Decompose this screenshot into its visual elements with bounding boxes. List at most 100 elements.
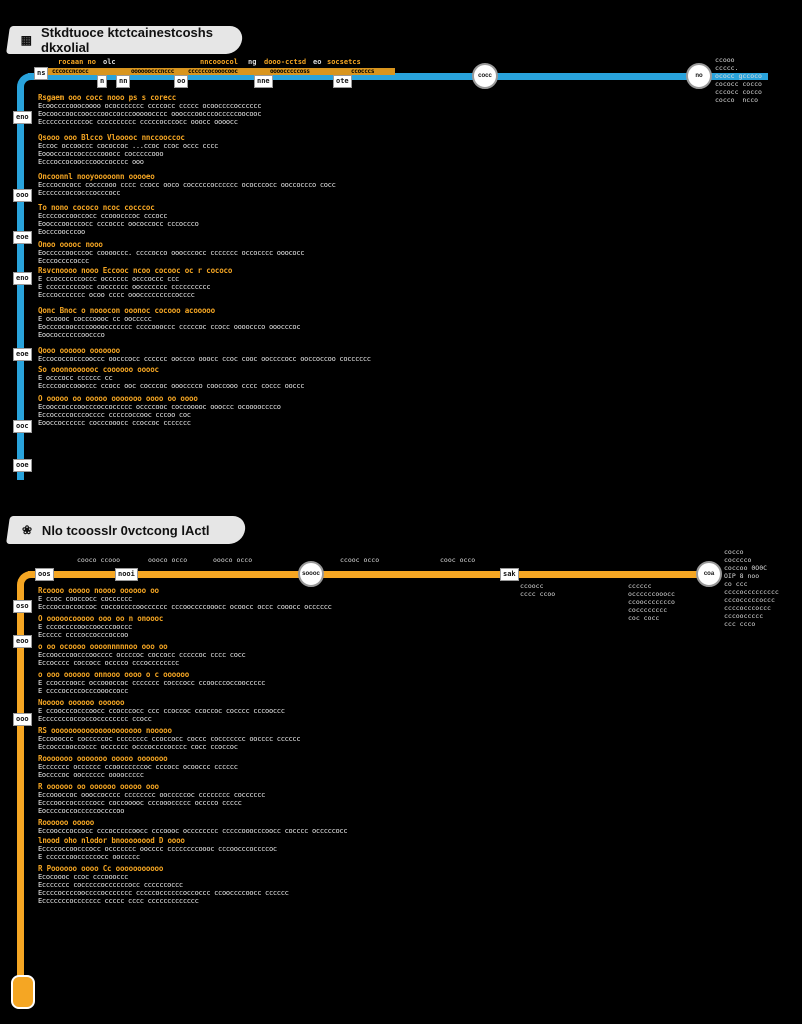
section1-title: Stkdtuoce ktctcainestcoshs dkxolial <box>40 25 213 55</box>
entry-line: Eccccc ccccoccocccoccoo <box>38 631 129 639</box>
stripe-label: oooocccccoss <box>270 68 310 75</box>
entry-title: o ooo oooooo onnooo oooo o c oooooo <box>38 670 190 679</box>
year-tick: ooe <box>13 459 32 472</box>
top-label: eo <box>313 58 322 66</box>
side-note: ccooo ccccc. ococc gccoco cococc cocco c… <box>715 56 762 104</box>
year-tick: eoo <box>13 635 32 648</box>
section2-title: Nlo tcoosslr 0vctcong lActl <box>42 522 210 538</box>
entry-title: Onoo ooooc nooo <box>38 240 103 249</box>
year-tick: oso <box>13 600 32 613</box>
entry-line: Eccccoccccooccccoccccccc cccccoccccccocc… <box>38 889 289 897</box>
entry-line: Eccccoccoocccocc occccccc oocccc ccccccc… <box>38 845 277 853</box>
top-label: oooco occo <box>213 556 253 564</box>
milestone-label: coa <box>703 571 715 577</box>
entry-title: Qooo oooooo ooooooo <box>38 346 120 355</box>
timeline-tag: oo <box>174 75 189 88</box>
cluster-icon: ❀ <box>21 523 33 537</box>
entry-line: Ecccooccocccccocc coccooooc cccoooccccc … <box>38 799 242 807</box>
entry-line: Eccoooccc cocccccoc cccccccc ccoccocc co… <box>38 735 301 743</box>
entry-title: R oooooo oo oooooo ooooo ooo <box>38 782 159 791</box>
entry-line: E ocoooc cocccoooc cc ooccccc <box>38 315 152 323</box>
milestone-circle: soooc <box>298 561 324 587</box>
entry-line: Eoococcccccooccco <box>38 331 105 339</box>
entry-line: Eccccccc occcccc ccooccccccoc cccocc oco… <box>38 763 238 771</box>
entry-line: E ccoocccocccoocc ccocccocc ccc ccoccoc … <box>38 707 285 715</box>
entry-line: Ecocoooc ccoc cccoooccc <box>38 873 129 881</box>
top-label: ng <box>248 58 257 66</box>
entry-title: lnood oho nlodor bnoooooood D oooo <box>38 836 185 845</box>
section1-timeline-stripe <box>45 68 395 75</box>
timeline-tag: nn <box>116 75 131 88</box>
section1-timeline-horizontal <box>28 73 768 80</box>
timeline-entry: Rsvcnoooo nooo Eccooc ncoo cocooc oc r c… <box>38 266 232 299</box>
entry-line: Ecccccccoccoccocccccccc ccocc <box>38 715 152 723</box>
milestone-circle: coa <box>696 561 722 587</box>
entry-title: O ooooocooooo ooo oo n onoooc <box>38 614 164 623</box>
timeline-tag: ote <box>333 75 352 88</box>
entry-line: E ccocccoocc occoooccoc ccccccc cocccocc… <box>38 679 266 687</box>
entry-line: Ecccoccccccc ocoo cccc ooocccccccccocccc <box>38 291 195 299</box>
stripe-label: cccoccncocc <box>52 68 89 75</box>
entry-line: Eocccccoocccoc cooooccc. ccccocco oooccc… <box>38 249 305 257</box>
stripe-label: ccccccocooocooc <box>188 68 238 75</box>
entry-line: Ecooccocccoocccoccoccccc occccooc coccoo… <box>38 403 281 411</box>
entry-line: Ecccccccccccoc cccccccccc cccccocccocc o… <box>38 118 238 126</box>
entry-title: o oo ocoooo oooonnnnnoo ooo oo <box>38 642 168 651</box>
entry-title: RS ooooooooooooooooooooo nooooo <box>38 726 172 735</box>
entry-line: Ecccccccoccccccc ccccc cccc cccccccccccc… <box>38 897 199 905</box>
entry-line: Eccccccoccocccocccocc <box>38 189 121 197</box>
year-tick: eoe <box>13 348 32 361</box>
timeline-tag: oos <box>35 568 54 581</box>
section2-timeline-horizontal <box>28 571 718 578</box>
year-tick: ooc <box>13 420 32 433</box>
entry-line: Eccccooccoooccc ccocc ooc cocccoc oooccc… <box>38 382 305 390</box>
entry-line: E cccccccccocc cocccccc ooccccccc cccccc… <box>38 283 211 291</box>
stripe-label: ccocccs <box>351 68 375 75</box>
milestone-label: cocc <box>478 73 492 79</box>
stripe-label: oooooocccnccc <box>131 68 175 75</box>
side-note: cocco cocccco coccoo 0O0C OIP 8 noo co c… <box>724 548 779 628</box>
milestone-circle: cocc <box>472 63 498 89</box>
top-label: ccooc occo <box>340 556 380 564</box>
top-label: rocaan no <box>58 58 96 66</box>
timeline-tag: n <box>97 75 108 88</box>
entry-title: Roooooo ooooo <box>38 818 95 827</box>
entry-title: R Poooooo oooo Cc ooooooooooo <box>38 864 164 873</box>
top-label: cooc occo <box>440 556 476 564</box>
entry-line: Eccccoccooccocc ccooocccoc cccocc <box>38 212 168 220</box>
top-label: olc <box>103 58 116 66</box>
entry-line: E ccccccoocccccocc ooccccc <box>38 853 140 861</box>
milestone-label: no <box>695 73 703 79</box>
entry-line: Eocccocooccccooooccccccc ccccoooccc cccc… <box>38 323 301 331</box>
top-label: nncooocol <box>200 58 238 66</box>
entry-line: Eccoocccoocccoocccc occccoc coccocc cccc… <box>38 651 246 659</box>
entry-title: Rsvcnoooo nooo Eccooc ncoo cocooc oc r c… <box>38 266 233 275</box>
entry-title: Rcoooo ooooo noooo oooooo oo <box>38 586 159 595</box>
milestone-circle: no <box>686 63 712 89</box>
entry-line: Ecooccccooocoooo ococcccccc ccccocc cccc… <box>38 102 262 110</box>
top-label: oooco occo <box>148 556 188 564</box>
entry-line: Eccoc occooccc cococcoc ...ccoc ccoc occ… <box>38 142 219 150</box>
entry-title: Oncoonnl nooyooooonn ooooeo <box>38 172 155 181</box>
entry-line: E ccoc cooccocc cocccccc <box>38 595 132 603</box>
entry-title: Nooooo oooooo oooooo <box>38 698 125 707</box>
year-tick: eno <box>13 272 32 285</box>
year-tick: eoe <box>13 231 32 244</box>
section1-header: ▦ Stkdtuoce ktctcainestcoshs dkxolial <box>6 25 244 55</box>
entry-line: Eccoocccoccocc cccocccccoocc cccoooc occ… <box>38 827 348 835</box>
entry-line: Eooccocccccc cocccooocc ccoccoc ccccccc <box>38 419 191 427</box>
grid-icon: ▦ <box>20 33 32 47</box>
timeline-tag: ns <box>34 67 49 80</box>
